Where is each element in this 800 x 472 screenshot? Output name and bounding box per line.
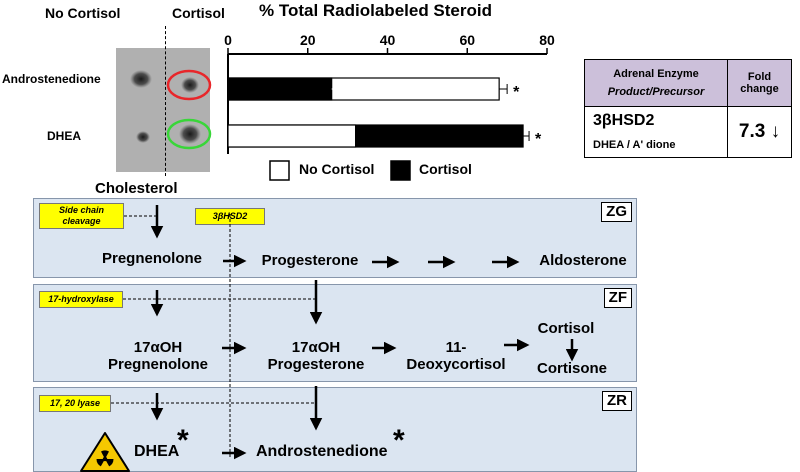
- enzyme-line-1: Side chain: [58, 205, 104, 215]
- aldosterone: Aldosterone: [539, 252, 627, 269]
- dhea: DHEA: [134, 443, 180, 460]
- blot-spot: [181, 77, 199, 93]
- enzyme-table: Adrenal Enzyme Product/Precursor Fold ch…: [584, 59, 792, 158]
- legend-swatch-cortisol: [390, 160, 411, 181]
- x-tick-label: 80: [539, 32, 555, 48]
- zone-tag-zg: ZG: [601, 202, 632, 222]
- enzyme-box-17-20-lyase: 17, 20 lyase: [39, 395, 111, 412]
- zone-tag-zr: ZR: [602, 391, 632, 411]
- progesterone: Progesterone: [261, 252, 359, 269]
- blot-label-androstenedione: Androstenedione: [2, 72, 101, 86]
- chart-title: % Total Radiolabeled Steroid: [259, 1, 492, 20]
- step-line: Deoxycortisol: [406, 356, 506, 374]
- step-line: Pregnenolone: [107, 356, 209, 374]
- header-product-precursor: Product/Precursor: [607, 86, 705, 98]
- header-adrenal-enzyme: Adrenal Enzyme: [613, 68, 699, 80]
- blot-spot: [130, 70, 152, 88]
- x-tick-label: 0: [224, 32, 232, 48]
- zone-zr: ZR: [33, 387, 637, 472]
- step-line: Progesterone: [267, 356, 365, 374]
- blot-spot: [136, 131, 150, 143]
- blot-spot: [179, 124, 201, 144]
- table-cell-enzyme: 3βHSD2 DHEA / A' dione: [584, 106, 728, 158]
- legend-cortisol-label: Cortisol: [419, 161, 472, 177]
- 17aoh-pregnenolone: 17αOH Pregnenolone: [108, 339, 208, 374]
- enzyme-box-17-hydroxylase: 17-hydroxylase: [39, 291, 123, 308]
- enzyme-line-2: cleavage: [62, 216, 101, 226]
- step-line: 17αOH: [133, 339, 183, 356]
- significance-marker: *: [513, 84, 520, 101]
- x-tick-label: 40: [380, 32, 396, 48]
- enzyme-name: 3βHSD2: [593, 112, 655, 129]
- pregnenolone: Pregnenolone: [101, 250, 203, 267]
- dhea-asterisk: *: [177, 424, 189, 457]
- zone-tag-zf: ZF: [603, 288, 632, 308]
- androstenedione: Androstenedione: [256, 443, 388, 460]
- green-circle: [166, 118, 212, 150]
- fold-change-value: 7.3 ↓: [727, 106, 792, 158]
- 17aoh-progesterone: 17αOH Progesterone: [268, 339, 365, 374]
- zone-zf: ZF: [33, 284, 637, 382]
- cortisol: Cortisol: [537, 320, 595, 337]
- significance-marker: *: [535, 131, 542, 148]
- legend-no-cortisol-label: No Cortisol: [299, 161, 375, 177]
- blot-divider: [165, 26, 166, 176]
- red-circle: [166, 69, 212, 101]
- x-tick-label: 60: [459, 32, 475, 48]
- table-header-enzyme: Adrenal Enzyme Product/Precursor: [584, 59, 728, 107]
- zone-zg: ZG: [33, 198, 637, 278]
- x-tick-label: 20: [300, 32, 316, 48]
- no-cortisol-header: No Cortisol: [45, 5, 121, 21]
- legend-swatch-no-cortisol: [269, 160, 290, 181]
- step-line: 17αOH: [291, 339, 341, 356]
- radiation-hazard-icon: [80, 432, 130, 472]
- header-fold-change: Fold change: [740, 71, 779, 95]
- cortisone: Cortisone: [536, 360, 608, 377]
- 11-deoxycortisol: 11- Deoxycortisol: [406, 339, 505, 374]
- cortisol-header: Cortisol: [172, 5, 225, 21]
- tlc-blot: [116, 48, 210, 172]
- blot-label-dhea: DHEA: [47, 129, 82, 143]
- step-line: 11-: [445, 339, 467, 356]
- cholesterol-label: Cholesterol: [95, 180, 178, 197]
- androstenedione-asterisk: *: [393, 424, 405, 457]
- enzyme-ratio: DHEA / A' dione: [593, 139, 676, 151]
